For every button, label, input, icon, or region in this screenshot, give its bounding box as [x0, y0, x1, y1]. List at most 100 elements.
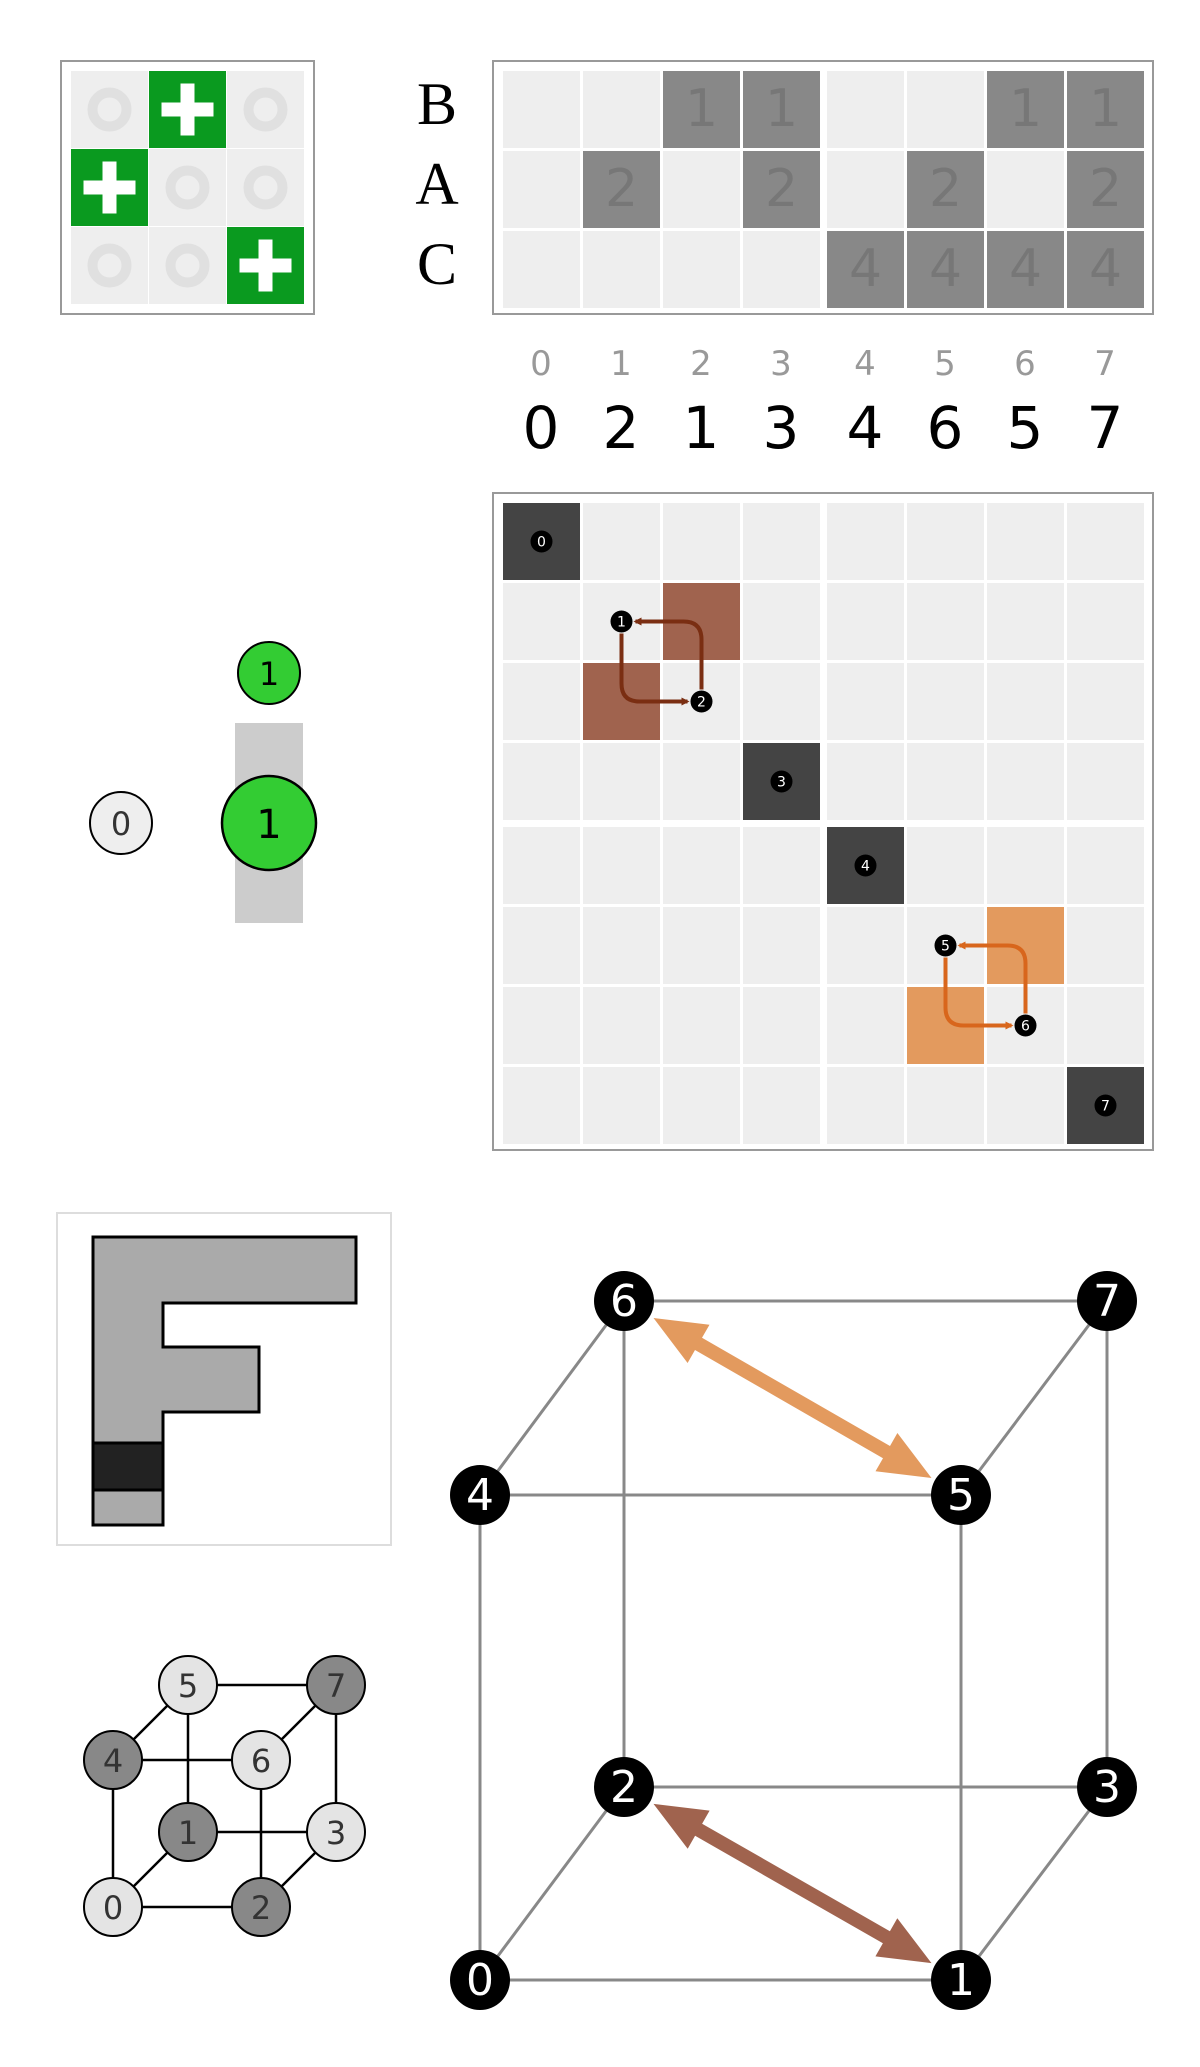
f-shape-dark-band: [91, 1441, 165, 1492]
truth-cell: [987, 71, 1064, 148]
permuted-index: 3: [763, 394, 800, 462]
matrix-cell: [663, 503, 740, 580]
matrix-node-label: 6: [1021, 1019, 1030, 1035]
matrix-cell: [907, 583, 984, 660]
small-cube-node: [158, 1655, 218, 1715]
truth-cell-value: 2: [765, 159, 798, 219]
ring-icon: [87, 87, 132, 132]
matrix-cell: [583, 907, 660, 984]
truth-cell: [583, 151, 660, 228]
matrix-cell: [503, 663, 580, 740]
ring-icon: [165, 243, 210, 288]
matrix-node: [854, 854, 877, 877]
matrix-node-label: 5: [941, 939, 950, 955]
large-cube-edge: [478, 1300, 626, 1496]
matrix-cell: [827, 663, 904, 740]
truth-cell: [987, 231, 1064, 308]
permutation-matrix-cells: [503, 503, 1144, 1144]
original-index: 3: [770, 344, 792, 384]
truth-cell-value: 2: [605, 159, 638, 219]
matrix-cell: [907, 663, 984, 740]
truth-cell-value: 1: [685, 79, 718, 139]
truth-cell: [663, 71, 740, 148]
matrix-cell: [987, 743, 1064, 820]
swap-double-arrow: [653, 1803, 932, 1964]
large-cube-node-label: 5: [947, 1470, 975, 1521]
truth-cell-value: 2: [1089, 159, 1122, 219]
large-cube-node: [450, 1465, 510, 1525]
matrix-cell: [503, 743, 580, 820]
small-cube-node-label: 0: [103, 1889, 123, 1927]
original-index: 4: [854, 344, 876, 384]
circle-cell: [227, 71, 304, 148]
original-index: 6: [1014, 344, 1036, 384]
matrix-cell: [987, 827, 1064, 904]
small-cube-node: [231, 1730, 291, 1790]
permuted-index: 5: [1007, 394, 1044, 462]
permutation-matrix-swap-arrows: [619, 617, 1028, 1030]
matrix-cell: [907, 1067, 984, 1144]
matrix-cell: [827, 743, 904, 820]
matrix-cell: [1067, 827, 1144, 904]
truth-cell: [907, 151, 984, 228]
truth-cell: [583, 71, 660, 148]
truth-cell-value: 1: [765, 79, 798, 139]
matrix-cell: [1067, 987, 1144, 1064]
truth-cell-value: 1: [1089, 79, 1122, 139]
small-cube-node: [83, 1877, 143, 1937]
small-cube-node-label: 4: [103, 1742, 123, 1780]
permuted-index: 1: [683, 394, 720, 462]
truth-cell: [743, 71, 820, 148]
small-cube-node-label: 7: [326, 1667, 346, 1705]
matrix-cell: [503, 583, 580, 660]
matrix-node-label: 7: [1101, 1099, 1110, 1115]
circle-cell: [227, 149, 304, 226]
matrix-cell: [827, 1067, 904, 1144]
matrix-node: [530, 530, 553, 553]
gate-symbol: 0 1 1: [89, 641, 318, 923]
matrix-cell: [583, 1067, 660, 1144]
truth-cell: [827, 71, 904, 148]
matrix-node-label: 2: [697, 695, 706, 711]
circle-cell: [149, 149, 226, 226]
truth-cell-value: 4: [849, 239, 882, 299]
original-index: 1: [610, 344, 632, 384]
permuted-index: 7: [1087, 394, 1124, 462]
small-cube-node-label: 3: [326, 1814, 346, 1852]
permuted-index: 6: [927, 394, 964, 462]
matrix-cell: [583, 743, 660, 820]
matrix-cell: [583, 987, 660, 1064]
matrix-cell: [827, 987, 904, 1064]
matrix-cell: [743, 827, 820, 904]
circle-cell: [71, 71, 148, 148]
circle-cell: [149, 227, 226, 304]
truth-cell: [503, 151, 580, 228]
truth-cell: [907, 71, 984, 148]
small-cube-node-label: 1: [178, 1814, 198, 1852]
matrix-node: [610, 610, 633, 633]
large-cube-node-label: 3: [1093, 1762, 1121, 1813]
small-cube-node-label: 2: [251, 1889, 271, 1927]
large-cube-node: [450, 1950, 510, 2010]
large-cube-node-label: 0: [466, 1955, 494, 2006]
small-cube-node: [306, 1802, 366, 1862]
large-cube-node: [594, 1757, 654, 1817]
large-cube-node-label: 4: [466, 1470, 494, 1521]
matrix-cell: [583, 503, 660, 580]
ring-icon: [243, 87, 288, 132]
row-label: A: [415, 151, 458, 217]
matrix-cell: [827, 503, 904, 580]
truth-cell: [1067, 151, 1144, 228]
matrix-node: [934, 934, 957, 957]
matrix-cell: [907, 743, 984, 820]
matrix-cell: [663, 1067, 740, 1144]
large-cube-edge: [959, 1300, 1109, 1496]
small-cube-node-label: 6: [251, 1742, 271, 1780]
matrix-cell: [743, 503, 820, 580]
matrix-node: [690, 690, 713, 713]
